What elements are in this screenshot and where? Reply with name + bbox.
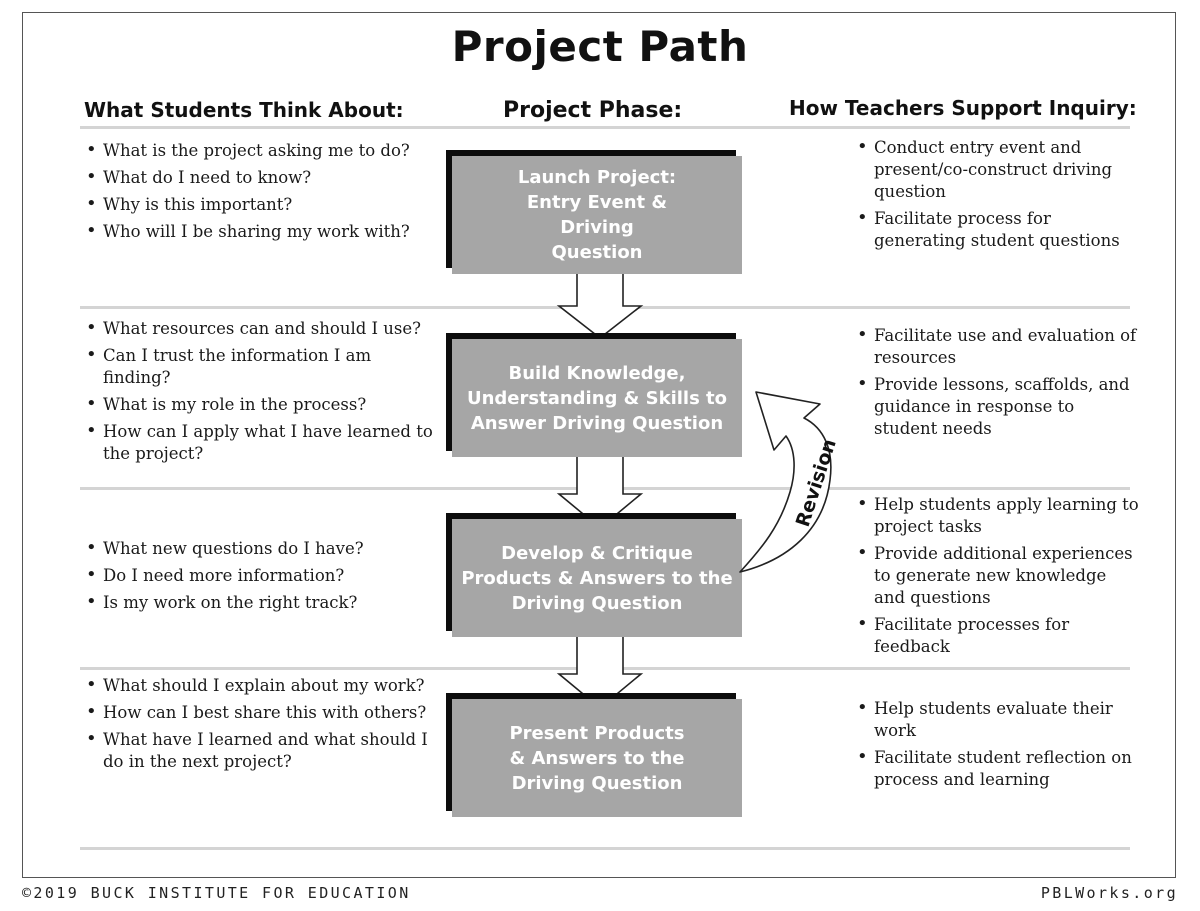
list-item: How can I best share this with others?: [86, 701, 436, 724]
list-item: Facilitate use and evaluation of resourc…: [857, 324, 1142, 369]
list-item: Help students apply learning to project …: [857, 493, 1142, 538]
phase-column-header: Project Phase:: [503, 98, 683, 123]
list-item: What should I explain about my work?: [86, 674, 436, 697]
phase-build-box: Build Knowledge, Understanding & Skills …: [452, 339, 742, 457]
list-item: Conduct entry event and present/co-const…: [857, 136, 1142, 203]
phase-develop-box: Develop & Critique Products & Answers to…: [452, 519, 742, 637]
list-item: What new questions do I have?: [86, 537, 436, 560]
revision-arrow-icon: Revision: [739, 391, 841, 573]
students-column-header: What Students Think About:: [84, 98, 404, 122]
list-item: Why is this important?: [86, 193, 436, 216]
list-item: How can I apply what I have learned to t…: [86, 420, 436, 465]
list-item: Can I trust the information I am finding…: [86, 344, 436, 389]
list-item: What resources can and should I use?: [86, 317, 436, 340]
list-item: Provide additional experiences to genera…: [857, 542, 1142, 609]
students-list-present: What should I explain about my work? How…: [86, 674, 436, 778]
students-list-develop: What new questions do I have? Do I need …: [86, 537, 436, 619]
copyright-text: ©2019 BUCK INSTITUTE FOR EDUCATION: [22, 884, 411, 902]
list-item: What do I need to know?: [86, 166, 436, 189]
website-text: PBLWorks.org: [1040, 884, 1178, 902]
teachers-list-develop: Help students apply learning to project …: [857, 493, 1142, 663]
diagram-frame: [22, 12, 1176, 878]
list-item: What is the project asking me to do?: [86, 139, 436, 162]
list-item: Provide lessons, scaffolds, and guidance…: [857, 373, 1142, 440]
list-item: Help students evaluate their work: [857, 697, 1142, 742]
list-item: Who will I be sharing my work with?: [86, 220, 436, 243]
phase-label: Build Knowledge, Understanding & Skills …: [466, 362, 728, 434]
list-item: Is my work on the right track?: [86, 591, 436, 614]
teachers-list-present: Help students evaluate their work Facili…: [857, 697, 1142, 796]
page-title: Project Path: [451, 22, 749, 71]
list-item: What have I learned and what should I do…: [86, 728, 436, 773]
phase-label: Present Products & Answers to the Drivin…: [509, 722, 685, 794]
phase-label: Launch Project: Entry Event & Driving Qu…: [517, 167, 677, 263]
row-divider: [80, 126, 1130, 129]
teachers-list-build: Facilitate use and evaluation of resourc…: [857, 324, 1142, 445]
teachers-column-header: How Teachers Support Inquiry:: [789, 96, 1137, 120]
phase-present-box: Present Products & Answers to the Drivin…: [452, 699, 742, 817]
list-item: Facilitate processes for feedback: [857, 613, 1142, 658]
list-item: Facilitate student reflection on process…: [857, 746, 1142, 791]
teachers-list-launch: Conduct entry event and present/co-const…: [857, 136, 1142, 257]
students-list-launch: What is the project asking me to do? Wha…: [86, 139, 436, 248]
list-item: What is my role in the process?: [86, 393, 436, 416]
phase-launch-box: Launch Project: Entry Event & Driving Qu…: [452, 156, 742, 274]
phase-label: Develop & Critique Products & Answers to…: [461, 542, 733, 614]
list-item: Do I need more information?: [86, 564, 436, 587]
list-item: Facilitate process for generating studen…: [857, 207, 1142, 252]
row-divider: [80, 847, 1130, 850]
students-list-build: What resources can and should I use? Can…: [86, 317, 436, 470]
